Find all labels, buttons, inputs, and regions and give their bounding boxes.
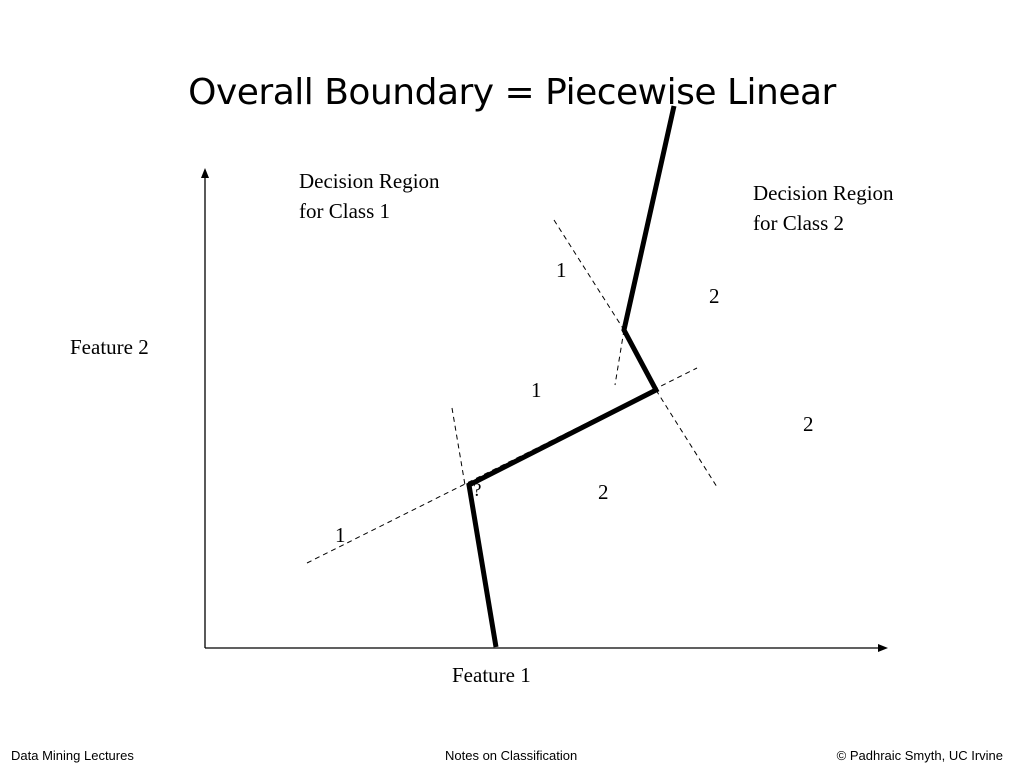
dashed-boundary-upper	[553, 219, 625, 331]
x-axis-arrowhead	[878, 644, 888, 652]
class-label: 1	[531, 378, 542, 402]
dashed-boundary-left	[451, 407, 466, 486]
y-axis-label: Feature 2	[70, 335, 149, 359]
y-axis-arrowhead	[201, 168, 209, 178]
class-label: 1	[556, 258, 567, 282]
footer-left: Data Mining Lectures	[11, 748, 134, 763]
footer-center: Notes on Classification	[445, 748, 578, 763]
piecewise-linear-boundary	[466, 105, 677, 648]
class-label: 1	[335, 523, 346, 547]
dashed-boundary-right	[655, 389, 718, 488]
slide-title: Overall Boundary = Piecewise Linear	[188, 72, 836, 113]
dashed-boundary-mid	[614, 329, 625, 386]
footer-right: © Padhraic Smyth, UC Irvine	[836, 748, 1003, 763]
region-class1-label-line1: Decision Region	[299, 169, 440, 193]
region-class1-label-line2: for Class 1	[299, 199, 390, 223]
class-label-uncertain: ?	[473, 480, 481, 501]
region-class2-label-line1: Decision Region	[753, 181, 894, 205]
x-axis-label: Feature 1	[452, 663, 531, 687]
class-label: 2	[709, 284, 720, 308]
class-label: 2	[803, 412, 814, 436]
region-class2-label-line2: for Class 2	[753, 211, 844, 235]
class-label: 2	[598, 480, 609, 504]
